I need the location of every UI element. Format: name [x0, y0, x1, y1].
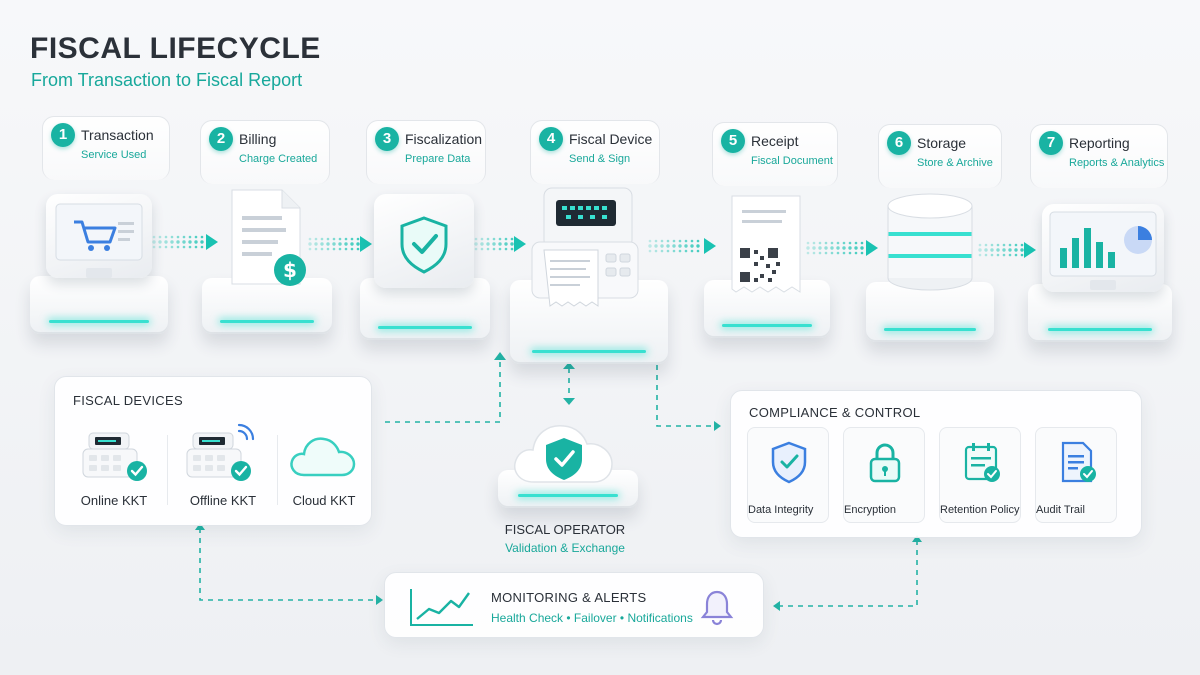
tile-label: Encryption	[844, 504, 896, 516]
step-subtitle: Prepare Data	[405, 153, 471, 165]
pedestal	[704, 280, 830, 338]
step-title: Storage	[917, 135, 967, 151]
step-number: 7	[1039, 131, 1063, 155]
link-compliance-to-monitoring	[778, 540, 918, 607]
step-title: Billing	[239, 131, 277, 147]
pedestal	[1028, 284, 1172, 342]
bell-icon	[700, 590, 734, 626]
flow-arrow	[152, 234, 218, 250]
monitoring-panel: MONITORING & ALERTS Health Check • Failo…	[384, 572, 764, 638]
flow-arrow	[474, 236, 526, 252]
offline-kkt-icon	[186, 423, 255, 481]
flow-arrow	[648, 238, 716, 254]
step-title: Fiscalization	[405, 131, 483, 147]
flow-arrow	[308, 236, 372, 252]
tile-label: Offline KKT	[189, 493, 257, 508]
compliance-panel: COMPLIANCE & CONTROL Data Integrity Encr…	[730, 390, 1142, 538]
flow-arrow	[978, 242, 1036, 258]
qr-receipt-icon	[728, 192, 808, 298]
device-tile-offline-kkt[interactable]: Offline KKT	[173, 421, 273, 513]
panel-title: FISCAL DEVICES	[73, 393, 183, 408]
step-title: Receipt	[751, 133, 799, 149]
page-subtitle: From Transaction to Fiscal Report	[31, 70, 303, 90]
step-card-transaction: 1 Transaction Service Used	[42, 116, 170, 180]
link-device-to-compliance	[656, 355, 716, 427]
panel-title: COMPLIANCE & CONTROL	[749, 405, 921, 420]
step-subtitle: Send & Sign	[569, 153, 631, 165]
cart-monitor-icon	[46, 194, 152, 278]
device-tile-online-kkt[interactable]: Online KKT	[69, 427, 159, 513]
invoice-dollar-icon: $	[226, 186, 306, 286]
pedestal	[360, 278, 490, 340]
page-title: FISCAL LIFECYCLE	[30, 32, 321, 65]
tile-label: Retention Policy	[940, 504, 1020, 516]
step-subtitle: Reports & Analytics	[1069, 157, 1165, 169]
link-devices-to-device	[385, 360, 501, 423]
step-title: Fiscal Device	[569, 131, 653, 147]
flow-arrow	[806, 240, 878, 256]
step-subtitle: Service Used	[81, 149, 147, 161]
padlock-icon	[869, 443, 901, 483]
online-kkt-icon	[82, 432, 147, 481]
shield-check-icon	[374, 194, 474, 288]
database-icon	[882, 188, 978, 298]
monitoring-subtitle: Health Check • Failover • Notifications	[491, 611, 693, 625]
step-card-fiscalization: 3 Fiscalization Prepare Data	[366, 120, 486, 184]
step-title: Reporting	[1069, 135, 1130, 151]
step-number: 3	[375, 127, 399, 151]
step-subtitle: Charge Created	[239, 153, 318, 165]
compliance-tile-encryption[interactable]: Encryption	[843, 427, 925, 523]
dashboard-chart-icon	[1042, 204, 1164, 292]
step-number: 4	[539, 127, 563, 151]
compliance-tile-audit-trail[interactable]: Audit Trail	[1035, 427, 1117, 523]
tile-label: Cloud KKT	[292, 493, 356, 508]
cloud-shield-icon	[506, 402, 632, 492]
tile-label: Data Integrity	[748, 504, 814, 516]
device-tile-cloud-kkt[interactable]: Cloud KKT	[279, 427, 369, 513]
compliance-tile-data-integrity[interactable]: Data Integrity	[747, 427, 829, 523]
step-number: 2	[209, 127, 233, 151]
shield-check-icon	[771, 441, 807, 484]
compliance-tile-retention-policy[interactable]: Retention Policy	[939, 427, 1021, 523]
cloud-icon	[290, 437, 356, 477]
step-number: 5	[721, 129, 745, 153]
step-card-reporting: 7 Reporting Reports & Analytics	[1030, 124, 1168, 188]
step-subtitle: Fiscal Document	[751, 155, 833, 167]
fiscal-operator-subtitle: Validation & Exchange	[505, 541, 625, 555]
pedestal	[30, 276, 168, 334]
document-check-icon	[1061, 441, 1096, 483]
line-chart-icon	[410, 589, 473, 626]
monitoring-title: MONITORING & ALERTS	[491, 590, 647, 605]
fiscal-operator-title: FISCAL OPERATOR	[504, 522, 626, 537]
step-card-billing: 2 Billing Charge Created	[200, 120, 330, 184]
step-title: Transaction	[81, 127, 154, 143]
step-card-storage: 6 Storage Store & Archive	[878, 124, 1002, 188]
tile-label: Online KKT	[80, 493, 148, 508]
step-number: 1	[51, 123, 75, 147]
pedestal	[202, 278, 332, 334]
fiscal-devices-panel: FISCAL DEVICES Online KKT Offline KKT Cl…	[54, 376, 372, 526]
step-card-fiscal-device: 4 Fiscal Device Send & Sign	[530, 120, 660, 184]
tile-label: Audit Trail	[1036, 504, 1085, 516]
svg-text:$: $	[283, 258, 297, 282]
step-card-receipt: 5 Receipt Fiscal Document	[712, 122, 838, 186]
calendar-check-icon	[964, 443, 1000, 482]
fiscal-printer-icon	[522, 180, 646, 308]
pedestal	[866, 282, 994, 342]
step-number: 6	[887, 131, 911, 155]
step-subtitle: Store & Archive	[917, 157, 993, 169]
link-devices-to-monitoring	[199, 528, 378, 601]
